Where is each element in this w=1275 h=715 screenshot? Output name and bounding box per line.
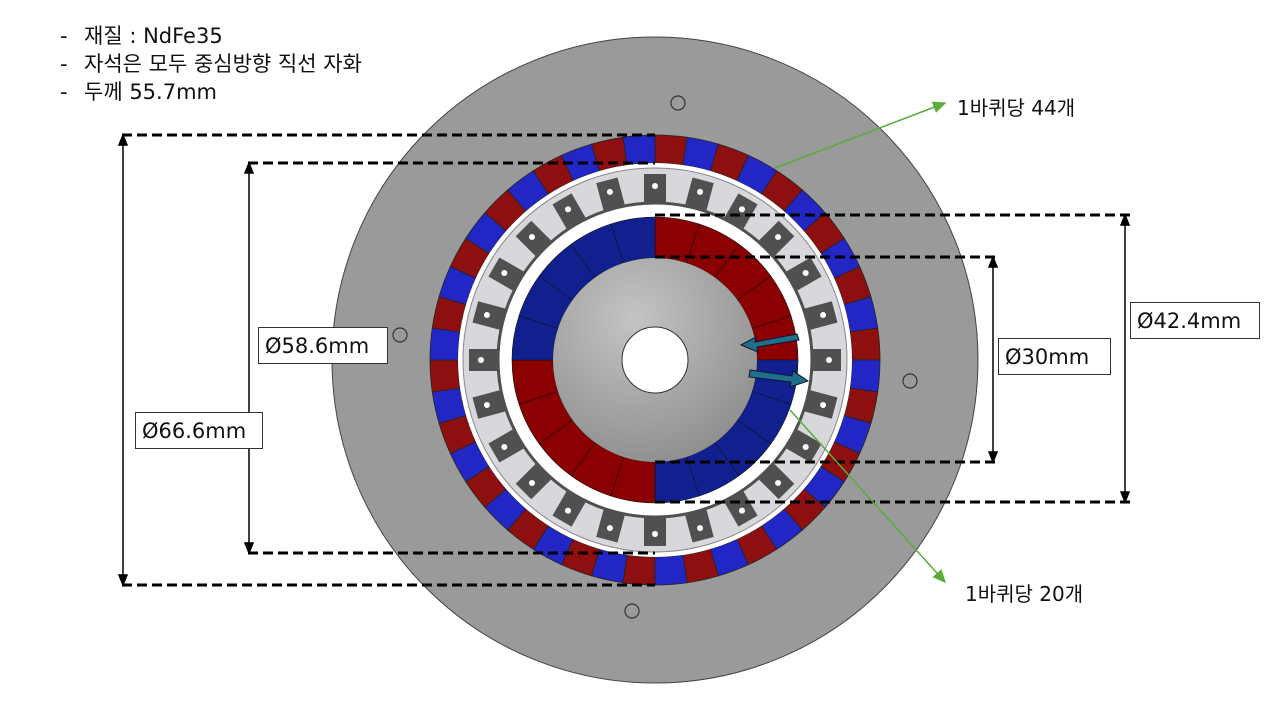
stator-tooth <box>786 429 822 463</box>
stator-tooth <box>515 220 552 257</box>
tooth-hole <box>802 270 809 276</box>
note-material: -재질 : NdFe35 <box>60 24 223 48</box>
stator-tooth <box>472 301 506 330</box>
tooth-hole <box>483 311 490 318</box>
tooth-hole <box>802 444 809 450</box>
stator-tooth <box>685 509 714 543</box>
callout-line-inner <box>789 409 947 584</box>
stator-tooth <box>724 193 758 229</box>
stator-tooth <box>804 301 838 330</box>
dimension-extension-lines <box>122 133 1130 587</box>
tooth-hole <box>775 233 782 240</box>
tooth-hole <box>483 402 490 409</box>
outer-magnet-segment <box>849 359 881 393</box>
dim-label-outer-magnet: Ø66.6mm <box>135 412 263 449</box>
note-thickness: -두께 55.7mm <box>60 80 217 104</box>
tooth-hole <box>528 480 535 487</box>
stator-tooth <box>685 177 714 211</box>
stator-tooth <box>552 491 586 527</box>
stator-tooth <box>488 429 524 463</box>
tooth-hole <box>501 270 508 276</box>
stator-teeth <box>469 174 841 546</box>
outer-magnet-segment <box>622 134 656 166</box>
dim-label-stator: Ø58.6mm <box>258 327 388 364</box>
spec-notes: -재질 : NdFe35 -자석은 모두 중심방향 직선 자화 -두께 55.7… <box>60 22 362 106</box>
stator-tooth <box>488 257 524 291</box>
stator-tooth <box>552 193 586 229</box>
inner-magnet-ring <box>511 216 799 504</box>
outer-magnet-segment <box>849 327 881 361</box>
stator-tooth <box>469 349 497 371</box>
tooth-hole <box>652 531 658 537</box>
stator-tooth <box>758 220 795 257</box>
tooth-hole <box>652 183 658 189</box>
magnetization-arrow-out <box>748 369 810 388</box>
outer-magnet-segment <box>622 554 656 586</box>
stator-tooth <box>472 390 506 419</box>
dim-label-inner-bore: Ø30mm <box>998 338 1111 375</box>
tooth-hole <box>820 311 827 318</box>
stator-tooth <box>644 518 666 546</box>
tooth-hole <box>528 233 535 240</box>
tooth-hole <box>826 357 832 363</box>
outer-magnet-segment <box>654 554 688 586</box>
stator-tooth <box>644 174 666 202</box>
tooth-hole <box>775 480 782 487</box>
mounting-hole <box>624 603 640 619</box>
stator-tooth <box>813 349 841 371</box>
stator-tooth <box>786 257 822 291</box>
shaft-hole <box>621 326 689 394</box>
outer-magnet-segment <box>429 359 461 393</box>
stator-tooth <box>596 509 625 543</box>
note-magnetization: -자석은 모두 중심방향 직선 자화 <box>60 52 362 76</box>
tooth-hole <box>606 525 613 532</box>
tooth-hole <box>697 525 704 532</box>
callout-outer-count: 1바퀴당 44개 <box>957 96 1076 120</box>
dimension-arrows <box>117 132 1131 588</box>
mounting-hole <box>392 327 408 343</box>
outer-magnet-segment <box>429 327 461 361</box>
tooth-hole <box>565 507 571 514</box>
tooth-hole <box>697 188 704 195</box>
mounting-hole <box>902 373 918 389</box>
stator-tooth <box>596 177 625 211</box>
stator-tooth <box>515 463 552 500</box>
tooth-hole <box>565 206 571 213</box>
magnetization-arrow-in <box>739 333 800 353</box>
tooth-hole <box>739 206 745 213</box>
tooth-hole <box>820 402 827 409</box>
dim-label-inner-magnet: Ø42.4mm <box>1130 302 1260 339</box>
stator-tooth <box>758 463 795 500</box>
tooth-hole <box>606 188 613 195</box>
outer-magnet-ring <box>429 134 881 586</box>
callout-line-outer <box>774 101 947 169</box>
mounting-hole <box>670 95 686 111</box>
tooth-hole <box>478 357 484 363</box>
stator-tooth <box>804 390 838 419</box>
outer-magnet-segment <box>654 134 688 166</box>
stator-tooth <box>724 491 758 527</box>
callout-inner-count: 1바퀴당 20개 <box>965 582 1084 606</box>
tooth-hole <box>739 507 745 514</box>
tooth-hole <box>501 444 508 450</box>
